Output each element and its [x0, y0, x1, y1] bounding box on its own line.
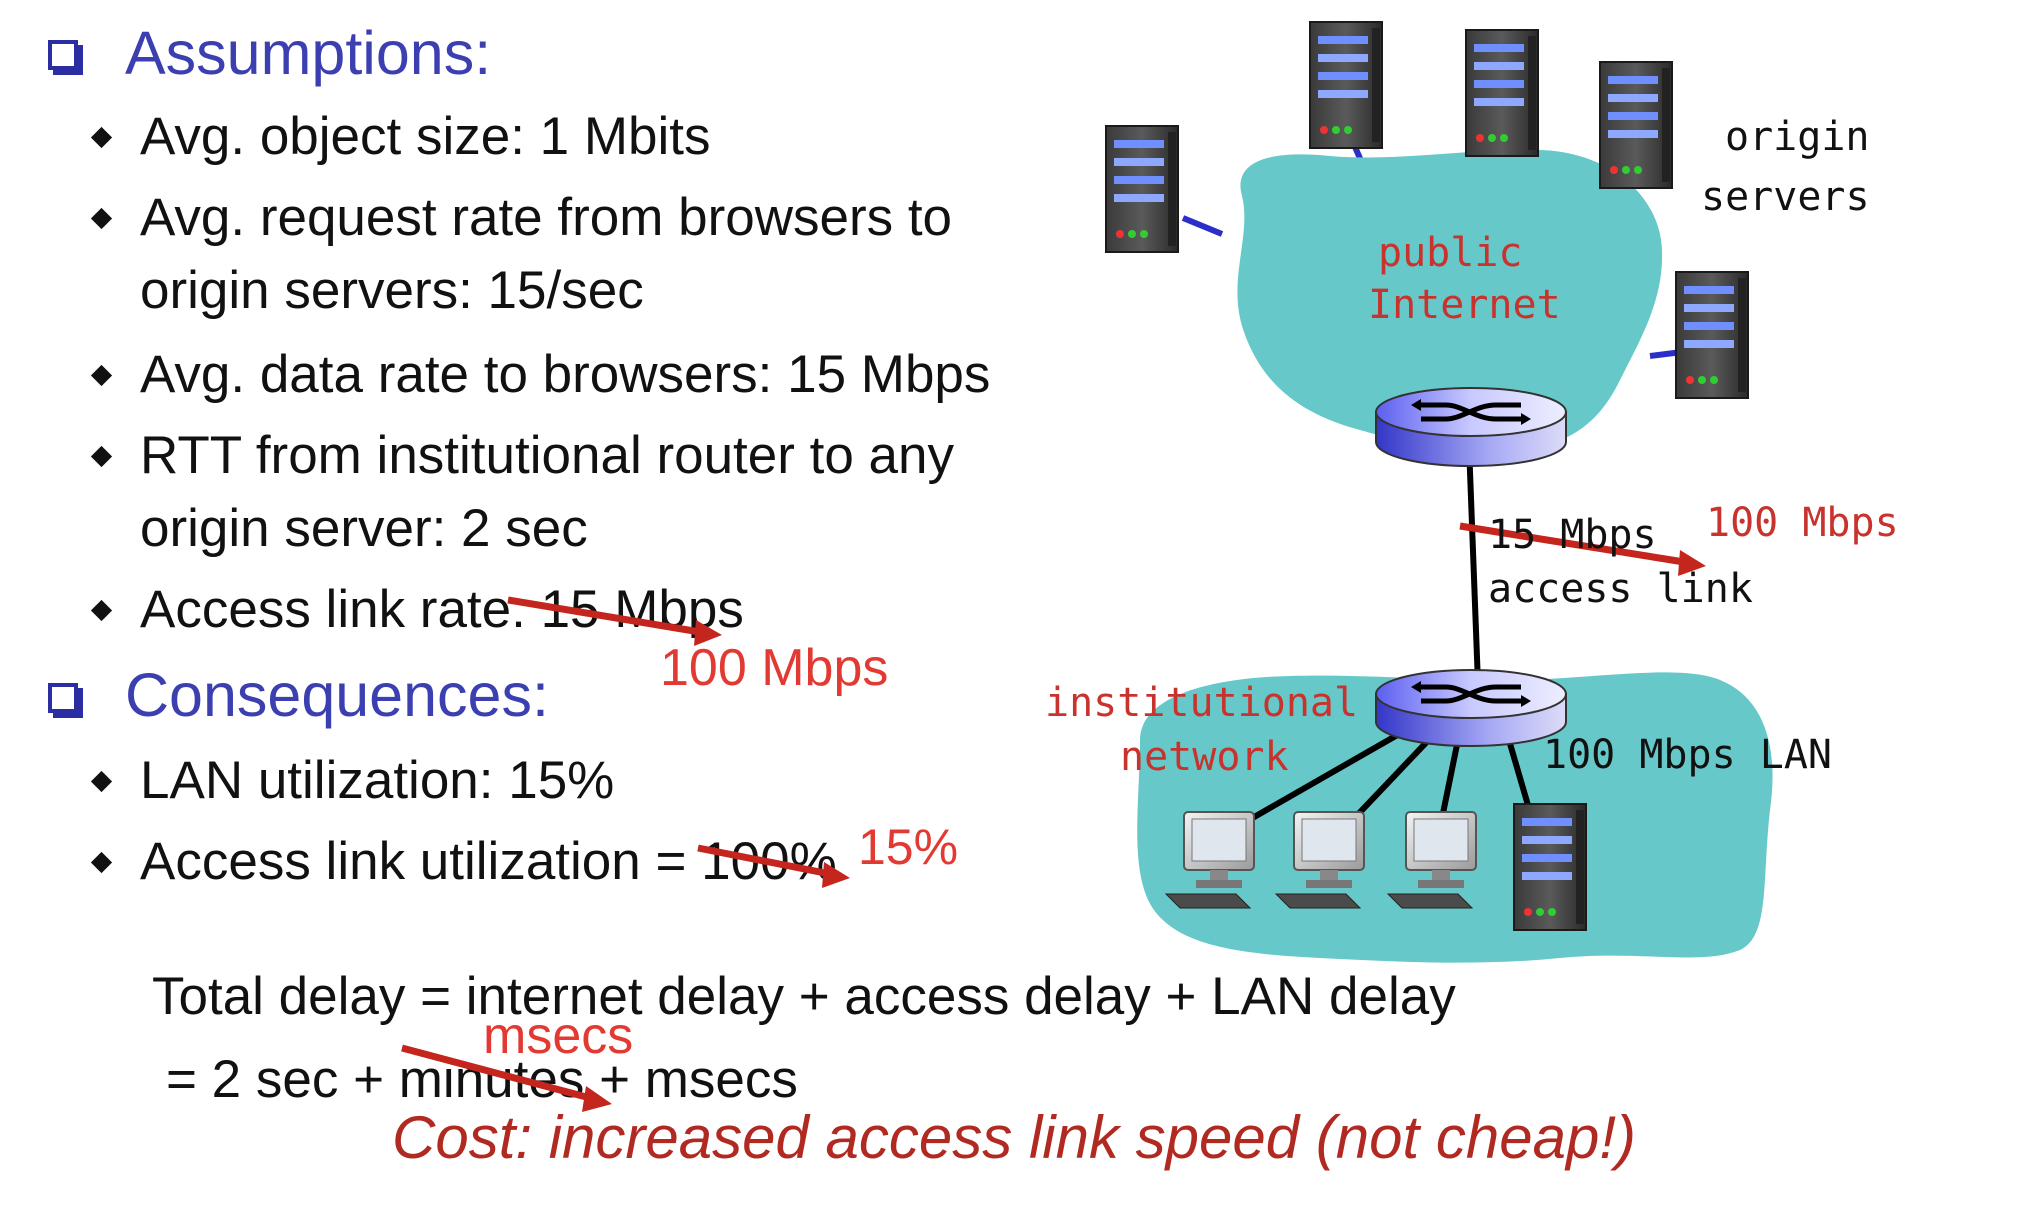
institutional-network-label-1: institutional [1045, 680, 1359, 726]
internet-router-icon [1375, 387, 1567, 467]
access-link-rate-correction: 100 Mbps [660, 639, 889, 697]
delay-correction: msecs [483, 1007, 634, 1065]
delay-old-value: minutes [398, 1050, 585, 1109]
desktop-computer-icon [1386, 811, 1477, 909]
origin-server-icon [1105, 125, 1179, 253]
origin-server-icon [1599, 61, 1673, 189]
assumption-request-rate-line1: Avg. request rate from browsers to [140, 188, 953, 247]
access-link-new-speed: 100 Mbps [1706, 500, 1899, 546]
institutional-server-icon [1513, 803, 1587, 931]
public-internet-label-2: Internet [1368, 282, 1561, 328]
checkbox-bullet-icon [48, 40, 78, 70]
desktop-computer-icon [1164, 811, 1255, 909]
checkbox-bullet-icon [48, 683, 78, 713]
access-link-line [1466, 444, 1481, 685]
access-util-correction: 15% [858, 819, 959, 875]
assumption-data-rate: Avg. data rate to browsers: 15 Mbps [140, 345, 991, 404]
consequences-heading: Consequences: [125, 661, 549, 729]
strike-arrow-access-link-rate [507, 596, 722, 646]
assumption-access-link-rate: Access link rate: 15 Mbps [140, 580, 744, 639]
cost-note: Cost: increased access link speed (not c… [392, 1104, 1636, 1171]
strike-arrow-delay [401, 1044, 612, 1112]
assumption-rtt-line2: origin server: 2 sec [140, 499, 588, 558]
access-util-prefix: Access link utilization = [140, 832, 702, 891]
total-delay-line: Total delay = internet delay + access de… [152, 967, 1456, 1026]
access-link-old-speed: 15 Mbps [1488, 512, 1657, 558]
consequence-lan-utilization: LAN utilization: 15% [140, 751, 615, 810]
origin-servers-label-2: servers [1701, 174, 1870, 220]
delay-suffix: + msecs [584, 1050, 798, 1109]
delay-prefix: = 2 sec + [166, 1050, 399, 1109]
origin-server-icon [1465, 29, 1539, 157]
access-link-label: access link [1488, 566, 1753, 612]
institutional-network-label-2: network [1120, 734, 1289, 780]
strike-arrow-utilization [697, 844, 850, 888]
lan-speed-label: 100 Mbps LAN [1543, 732, 1832, 778]
origin-server-icon [1309, 21, 1383, 149]
origin-server-icon [1675, 271, 1749, 399]
total-delay-value-line: = 2 sec + minutes + msecs [166, 1049, 798, 1110]
public-internet-label-1: public [1378, 230, 1523, 276]
public-internet-cloud [1237, 149, 1663, 451]
assumption-request-rate-line2: origin servers: 15/sec [140, 261, 644, 320]
institutional-router-icon [1375, 669, 1567, 747]
assumptions-heading: Assumptions: [125, 19, 492, 87]
assumption-object-size: Avg. object size: 1 Mbits [140, 107, 711, 166]
consequence-access-link-utilization: Access link utilization = 100% [140, 831, 837, 892]
assumption-rtt-line1: RTT from institutional router to any [140, 426, 954, 485]
strike-arrow-link-speed [1459, 522, 1706, 576]
origin-servers-label-1: origin [1725, 114, 1870, 160]
desktop-computer-icon [1274, 811, 1365, 909]
